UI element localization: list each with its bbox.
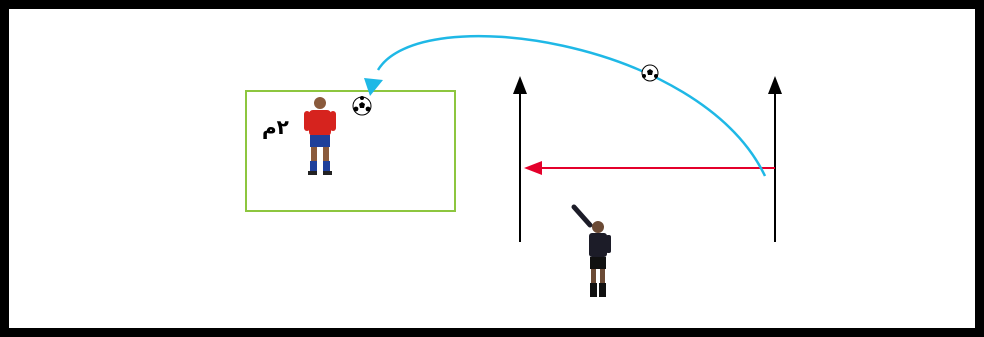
right-vertical-arrow: [768, 76, 782, 242]
referee-icon: [571, 204, 611, 297]
soccer-ball-icon: [641, 64, 659, 82]
zone-label: ٢م: [262, 115, 289, 139]
soccer-ball-icon: [352, 96, 372, 116]
left-vertical-arrow: [513, 76, 527, 242]
run-arrow: [524, 161, 775, 175]
player-icon: [304, 97, 336, 175]
target-zone: [245, 90, 456, 212]
pass-arc: [364, 35, 767, 177]
